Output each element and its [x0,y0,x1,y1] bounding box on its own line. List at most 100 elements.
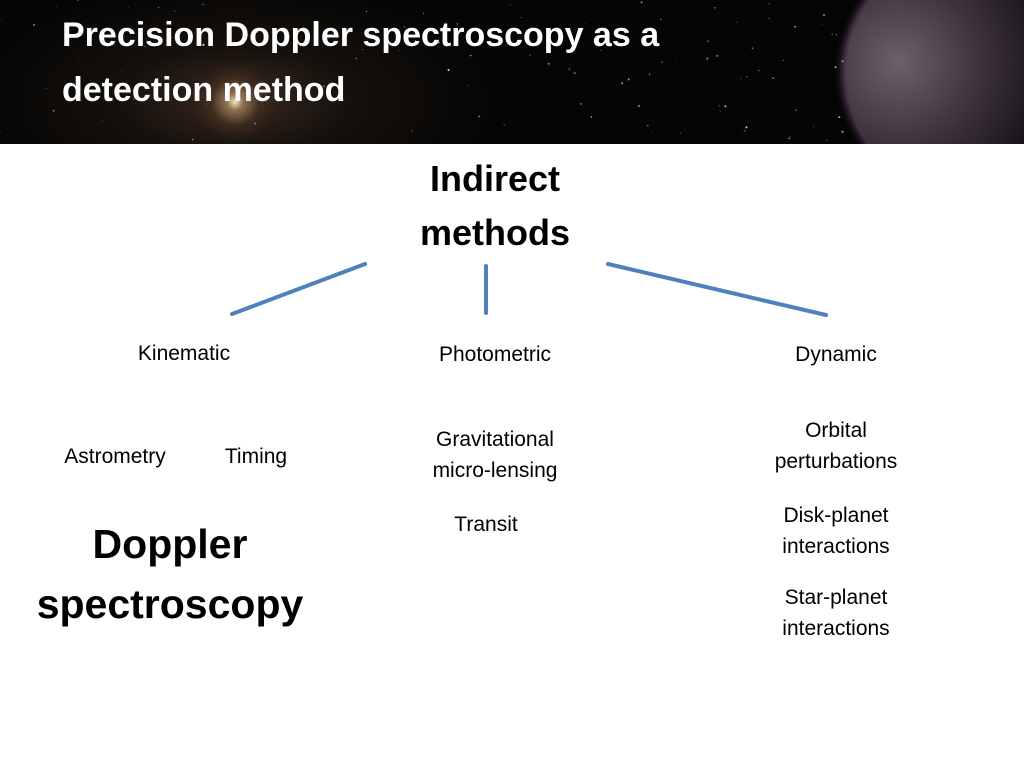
star-dot [46,87,47,89]
star-dot [716,55,718,57]
star-dot [706,57,709,60]
star-dot [0,132,1,134]
branch-kinematic: Kinematic [137,342,231,365]
star-dot [573,72,575,74]
star-dot [437,41,440,44]
star-dot [547,62,550,65]
slide-title: Precision Doppler spectroscopy as a dete… [62,8,822,118]
star-line-1: Star-planet [784,586,888,609]
star-dot [835,34,838,36]
disk-line-1: Disk-planet [783,504,889,527]
star-dot [841,60,844,63]
star-dot [174,10,176,12]
star-dot [456,23,459,25]
star-dot [709,128,710,130]
star-dot [157,6,160,9]
star-dot [621,82,624,85]
star-dot [795,109,797,111]
star-dot [834,66,837,69]
star-dot [478,115,481,118]
gravitational-line-2: micro-lensing [432,459,558,482]
star-dot [202,43,205,46]
star-dot [362,49,364,51]
star-dot [202,3,204,5]
star-dot [736,21,738,23]
star-dot [79,58,81,60]
star-dot [422,12,424,14]
star-dot [272,31,274,33]
star-dot [469,42,471,44]
star-dot [740,78,742,80]
star-dot [411,129,413,132]
star-dot [741,128,742,130]
root-line-2: methods [419,212,570,253]
star-dot [55,6,57,7]
star-dot [101,120,103,122]
star-dot [355,57,358,60]
diagram-root: Indirect methods [395,152,595,260]
star-dot [822,14,826,17]
star-dot [794,25,797,28]
star-dot [128,7,129,8]
star-dot [505,17,507,18]
star-dot [120,70,122,71]
star-dot [600,49,602,52]
star-dot [661,61,663,63]
star-dot [746,76,748,78]
star-dot [640,1,643,4]
star-dot [779,39,780,41]
star-dot [679,132,682,134]
connector-dynamic [606,262,828,317]
star-dot [648,73,651,76]
disk-line-2: interactions [782,535,890,558]
method-star-planet-interactions: Star-planet interactions [746,582,926,644]
doppler-line-1: Doppler [92,521,248,567]
star-glow [195,62,275,142]
star-dot [467,84,469,86]
star-dot [841,130,844,133]
orbital-line-1: Orbital [805,419,867,442]
star-dot [584,22,586,24]
star-dot [789,135,791,137]
star-dot [33,24,35,26]
star-dot [123,28,126,30]
star-dot [707,40,709,42]
method-astrometry: Astrometry [64,445,166,468]
star-dot [838,116,841,119]
star-dot [743,129,746,132]
star-dot [580,103,582,105]
star-dot [403,26,406,28]
star-dot [520,17,522,19]
star-dot [132,98,135,101]
star-dot [660,18,662,21]
star-dot [826,139,828,141]
star-dot [675,61,676,63]
star-dot [772,77,775,80]
method-disk-planet-interactions: Disk-planet interactions [746,500,926,562]
star-dot [509,4,511,6]
star-dot [144,45,146,48]
connector-kinematic [230,262,367,316]
star-dot [77,0,79,1]
star-dot [627,78,630,81]
star-dot [713,6,716,9]
star-dot [768,3,770,5]
star-dot [0,18,2,20]
star-line-2: interactions [782,617,890,640]
star-dot [340,90,343,93]
star-dot [751,47,754,50]
star-dot [651,132,653,134]
star-dot [339,75,342,78]
method-timing: Timing [224,445,288,468]
star-dot [503,123,506,126]
star-dot [52,109,55,112]
method-orbital-perturbations: Orbital perturbations [746,415,926,477]
star-dot [782,59,784,61]
star-dot [423,45,424,46]
star-dot [724,105,727,108]
branch-dynamic: Dynamic [795,343,877,366]
star-dot [745,126,748,129]
method-gravitational-microlensing: Gravitational micro-lensing [395,424,595,486]
branch-photometric: Photometric [438,343,552,366]
star-dot [574,72,576,74]
